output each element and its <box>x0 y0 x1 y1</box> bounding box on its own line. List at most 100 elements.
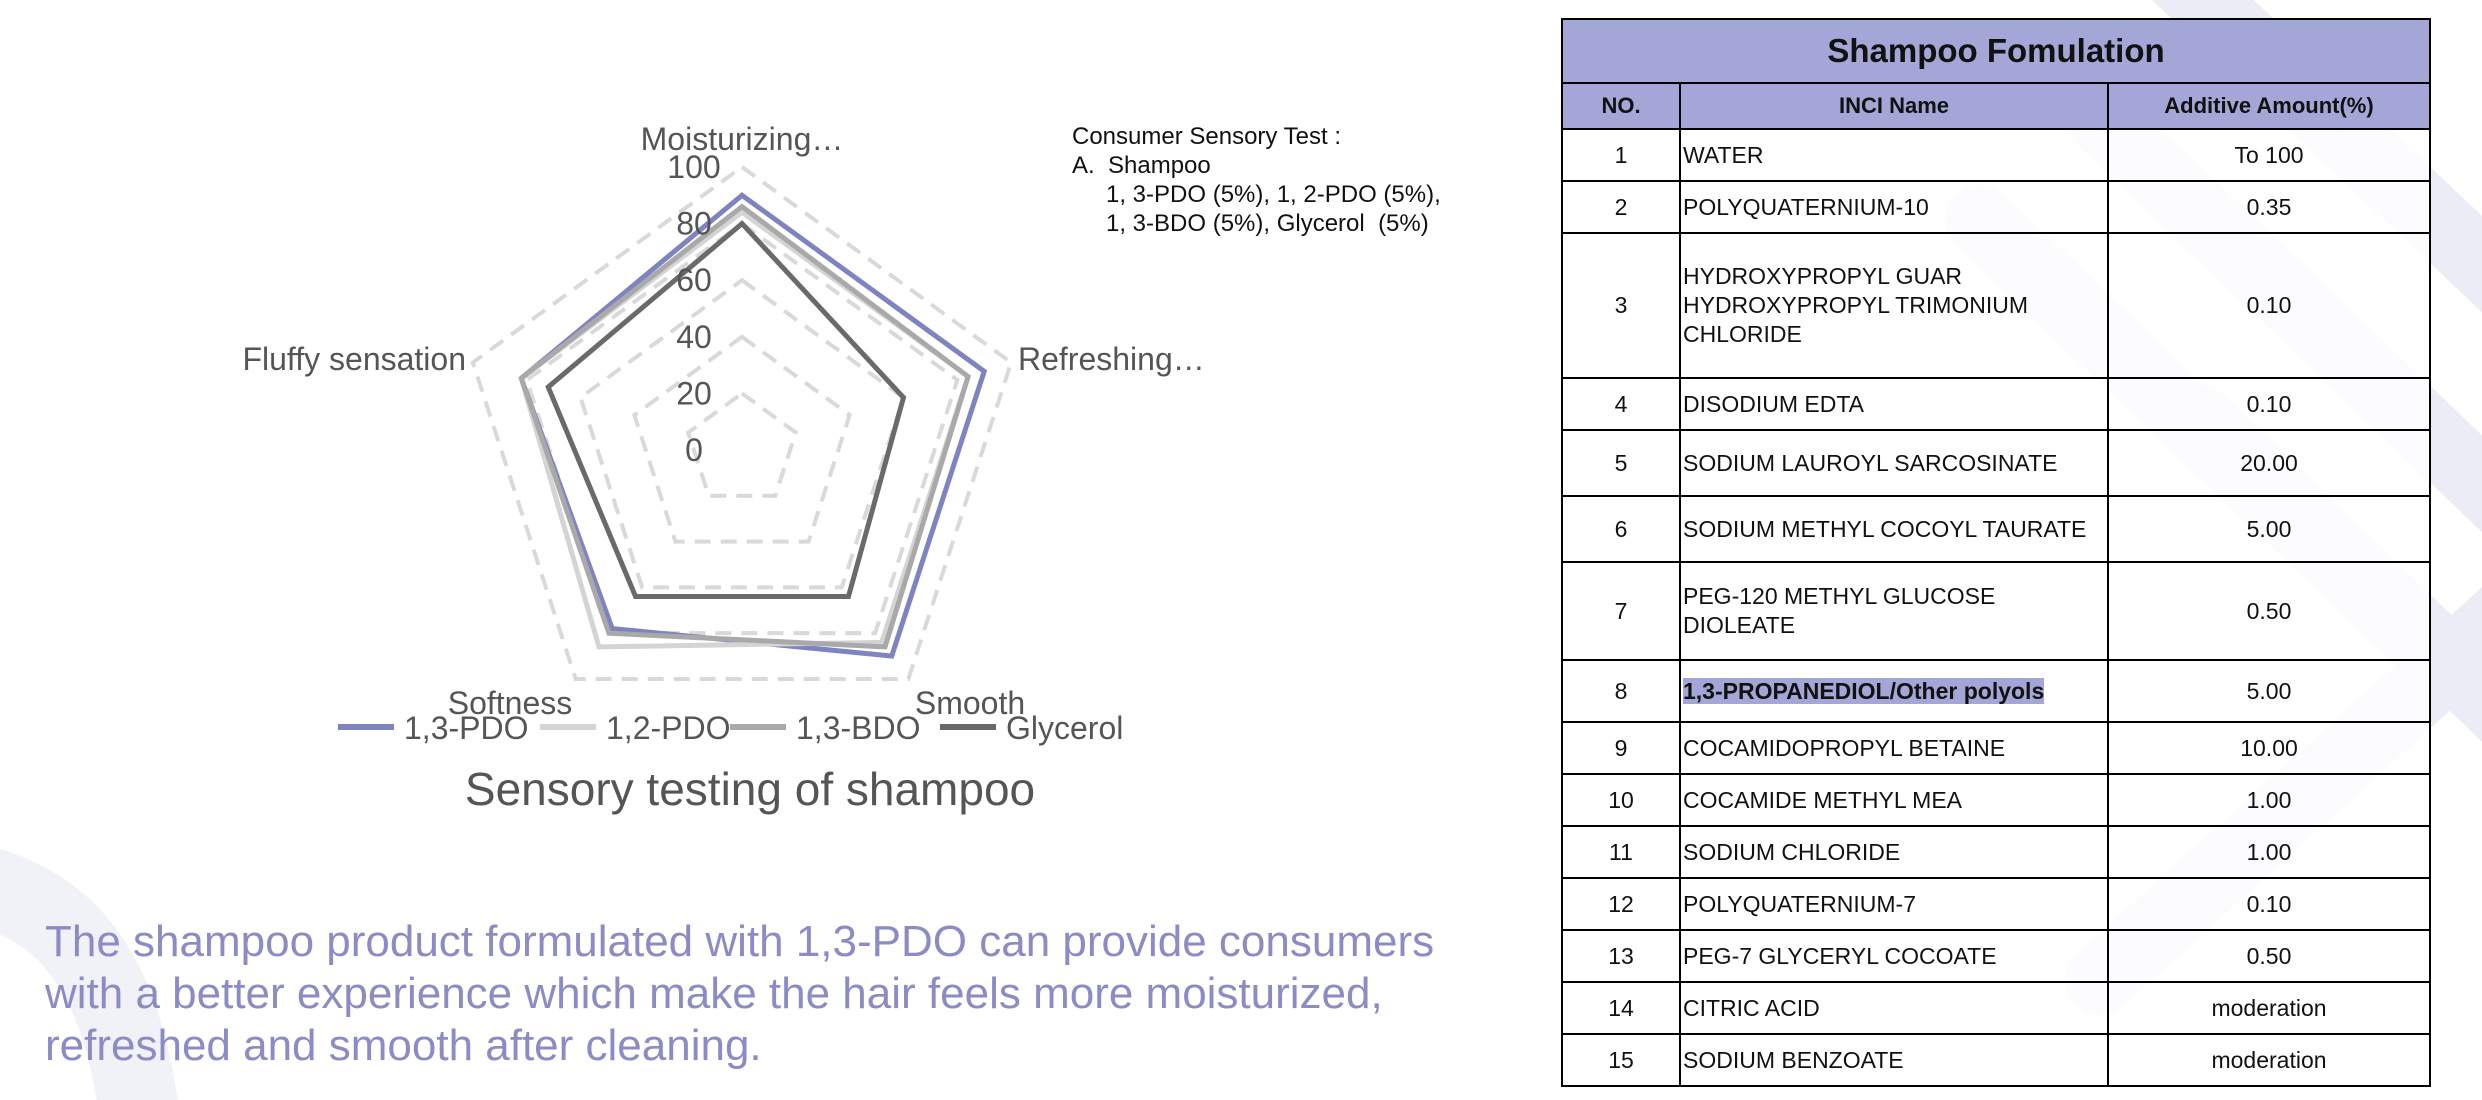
cell-inci-name: PEG-7 GLYCERYL COCOATE <box>1679 929 2109 983</box>
cell-amount: 0.10 <box>2107 232 2431 379</box>
series-line-1,3-BDO <box>518 203 971 650</box>
cell-amount: moderation <box>2107 1033 2431 1087</box>
cell-amount: 5.00 <box>2107 495 2431 563</box>
cell-no: 13 <box>1561 929 1681 983</box>
cell-inci-name: COCAMIDE METHYL MEA <box>1679 773 2109 827</box>
cell-inci-name: 1,3-PROPANEDIOL/Other polyols <box>1679 659 2109 723</box>
chart-title: Sensory testing of shampoo <box>464 763 1036 815</box>
cell-no: 4 <box>1561 377 1681 431</box>
grid-ring <box>470 164 1014 681</box>
table-title: Shampoo Fomulation <box>1561 18 2431 84</box>
legend-label: 1,2-PDO <box>606 710 730 746</box>
radar-series <box>518 192 988 659</box>
cell-inci-name: POLYQUATERNIUM-7 <box>1679 877 2109 931</box>
radial-tick-label: 40 <box>676 319 712 355</box>
cell-no: 1 <box>1561 128 1681 182</box>
cell-amount: moderation <box>2107 981 2431 1035</box>
radial-tick-label: 0 <box>685 432 703 468</box>
cell-no: 12 <box>1561 877 1681 931</box>
cell-no: 9 <box>1561 721 1681 775</box>
axis-label: Fluffy sensation <box>242 341 466 377</box>
cell-amount: 1.00 <box>2107 825 2431 879</box>
cell-no: 2 <box>1561 180 1681 234</box>
axis-label: Softness <box>448 685 573 721</box>
cell-inci-name: COCAMIDOPROPYL BETAINE <box>1679 721 2109 775</box>
cell-inci-name: WATER <box>1679 128 2109 182</box>
cell-amount: 0.35 <box>2107 180 2431 234</box>
cell-inci-name: POLYQUATERNIUM-10 <box>1679 180 2109 234</box>
cell-amount: 0.10 <box>2107 377 2431 431</box>
cell-no: 7 <box>1561 561 1681 661</box>
axis-label: Refreshing… <box>1018 341 1205 377</box>
cell-inci-name: DISODIUM EDTA <box>1679 377 2109 431</box>
radar-chart: 100806040200Moisturizing…Refreshing…Smoo… <box>242 121 1204 746</box>
cell-inci-name: SODIUM METHYL COCOYL TAURATE <box>1679 495 2109 563</box>
cell-inci-name: CITRIC ACID <box>1679 981 2109 1035</box>
legend-label: 1,3-PDO <box>404 710 528 746</box>
highlighted-ingredient: 1,3-PROPANEDIOL/Other polyols <box>1683 677 2045 704</box>
cell-no: 10 <box>1561 773 1681 827</box>
cell-amount: 0.50 <box>2107 929 2431 983</box>
radar-grid <box>470 164 1014 681</box>
legend-label: Glycerol <box>1006 710 1123 746</box>
cell-inci-name: SODIUM CHLORIDE <box>1679 825 2109 879</box>
radial-tick-label: 20 <box>676 375 712 411</box>
series-line-Glycerol <box>545 220 907 600</box>
axis-label: Moisturizing… <box>641 121 844 157</box>
axis-label: Smooth <box>915 685 1025 721</box>
radar-labels: 100806040200Moisturizing…Refreshing…Smoo… <box>242 121 1204 721</box>
cell-inci-name: PEG-120 METHYL GLUCOSE DIOLEATE <box>1679 561 2109 661</box>
cell-amount: 20.00 <box>2107 429 2431 497</box>
note-line: 1, 3-BDO (5%), Glycerol (5%) <box>1106 210 1429 237</box>
note-line: A. Shampoo <box>1072 152 1211 179</box>
cell-no: 15 <box>1561 1033 1681 1087</box>
grid-ring <box>631 334 853 544</box>
consumer-test-note: Consumer Sensory Test : A. Shampoo 1, 3-… <box>1072 122 1441 238</box>
cell-amount: 1.00 <box>2107 773 2431 827</box>
column-header-amount: Additive Amount(%) <box>2107 82 2431 130</box>
cell-no: 14 <box>1561 981 1681 1035</box>
radial-tick-label: 100 <box>667 149 720 185</box>
cell-no: 8 <box>1561 659 1681 723</box>
note-line: 1, 3-PDO (5%), 1, 2-PDO (5%), <box>1106 181 1441 208</box>
formulation-table: Shampoo Fomulation NO. INCI Name Additiv… <box>1561 18 2431 1087</box>
cell-no: 5 <box>1561 429 1681 497</box>
cell-amount: 5.00 <box>2107 659 2431 723</box>
note-line: Consumer Sensory Test : <box>1072 123 1342 150</box>
grid-ring <box>685 390 799 498</box>
summary-text: The shampoo product formulated with 1,3-… <box>45 917 1435 1070</box>
cell-no: 11 <box>1561 825 1681 879</box>
cell-amount: 10.00 <box>2107 721 2431 775</box>
grid-ring <box>524 221 960 636</box>
grid-ring <box>578 277 906 590</box>
radial-tick-label: 60 <box>676 262 712 298</box>
cell-amount: 0.10 <box>2107 877 2431 931</box>
series-line-1,2-PDO <box>518 209 972 650</box>
cell-no: 3 <box>1561 232 1681 379</box>
cell-amount: 0.50 <box>2107 561 2431 661</box>
cell-no: 6 <box>1561 495 1681 563</box>
cell-amount: To 100 <box>2107 128 2431 182</box>
column-header-inci-name: INCI Name <box>1679 82 2109 130</box>
cell-inci-name: SODIUM BENZOATE <box>1679 1033 2109 1087</box>
cell-inci-name: HYDROXYPROPYL GUAR HYDROXYPROPYL TRIMONI… <box>1679 232 2109 379</box>
column-header-no: NO. <box>1561 82 1681 130</box>
cell-inci-name: SODIUM LAUROYL SARCOSINATE <box>1679 429 2109 497</box>
